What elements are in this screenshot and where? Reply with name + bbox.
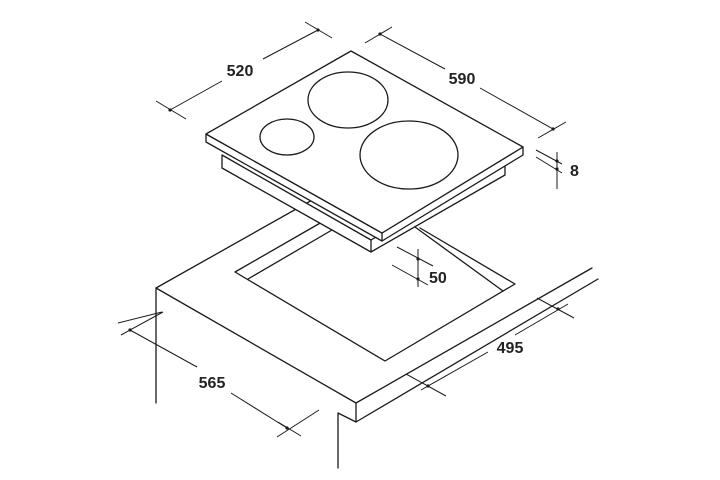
dimension-520: 520 (155, 21, 333, 120)
dimension-8: 8 (535, 149, 579, 189)
label-520: 520 (227, 63, 254, 80)
label-50: 50 (429, 270, 447, 287)
dimension-50: 50 (391, 246, 447, 287)
dimension-590: 590 (364, 26, 567, 139)
countertop (155, 189, 599, 469)
label-590: 590 (449, 71, 476, 88)
dimension-565: 565 (117, 311, 320, 438)
hob (205, 50, 524, 253)
cutout (234, 221, 516, 362)
burner-medium (307, 71, 389, 129)
label-495: 495 (497, 340, 524, 357)
burner-small (259, 118, 315, 156)
label-565: 565 (199, 375, 226, 392)
dimension-495: 495 (405, 297, 575, 397)
label-8: 8 (570, 163, 579, 180)
burner-large (359, 120, 459, 190)
